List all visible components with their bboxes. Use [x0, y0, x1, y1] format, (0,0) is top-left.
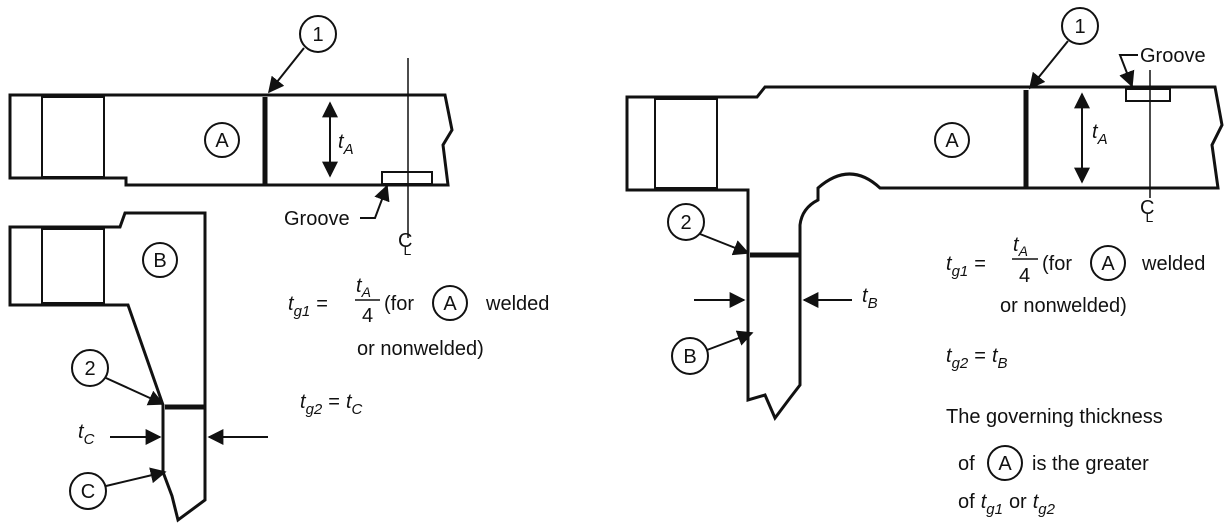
right-callout-2-leader: [699, 233, 750, 256]
svg-text:4: 4: [1019, 265, 1030, 287]
left-part-a-label: A: [215, 130, 229, 152]
right-governing-circle: [987, 445, 1023, 481]
left-callout-1-circle: [299, 15, 337, 53]
right-callout-2-circle: [667, 203, 705, 241]
right-governing-line2-post: is the greater: [1032, 453, 1149, 475]
right-part-a-circle: [934, 122, 970, 158]
right-callout-1-leader: [1028, 40, 1069, 90]
left-part-a-circle: [204, 122, 240, 158]
left-callout-1-leader: [268, 47, 305, 94]
right-eq1: tg1= tA 4 (for A welded or nonwelded): [946, 234, 1205, 317]
left-bolt-hole-b: [41, 228, 105, 304]
right-part-b-circle: [671, 337, 709, 375]
left-figure: 1 A tA Groove CL B 2 tC C tg1= tA 4 (f: [8, 15, 549, 523]
left-callout-2-leader: [105, 377, 165, 406]
right-groove: [1125, 88, 1171, 102]
svg-text:A: A: [1101, 253, 1115, 275]
svg-text:welded: welded: [1141, 253, 1205, 275]
left-centerline-symbol: CL: [398, 230, 412, 258]
right-part-a-label: A: [945, 130, 959, 152]
right-tb-label: tB: [862, 285, 878, 312]
svg-text:(for: (for: [384, 293, 414, 315]
right-groove-label: Groove: [1140, 45, 1206, 67]
left-callout-2-label: 2: [84, 358, 95, 380]
svg-text:welded: welded: [485, 293, 549, 315]
right-callout-1-label: 1: [1074, 16, 1085, 38]
right-eq2: tg2=tB: [946, 345, 1008, 372]
svg-text:tg1=: tg1=: [288, 293, 328, 320]
left-part-c-label: C: [81, 481, 95, 503]
svg-text:4: 4: [362, 305, 373, 327]
right-part-a-plate: [625, 85, 1224, 421]
svg-text:A: A: [443, 293, 457, 315]
right-figure: 1 Groove A tA CL 2 tB B tg1= tA 4 (for A: [625, 7, 1224, 518]
left-callout-2-circle: [71, 349, 109, 387]
right-bolt-hole: [654, 98, 718, 189]
svg-text:tA: tA: [356, 275, 371, 300]
right-part-b-label: B: [683, 346, 696, 368]
right-centerline-symbol: CL: [1140, 197, 1154, 225]
left-eq2: tg2=tC: [300, 391, 363, 418]
left-groove-leader: [360, 184, 390, 219]
left-part-c-circle: [69, 472, 107, 510]
left-eq1: tg1= tA 4 (for A welded or nonwelded): [288, 275, 549, 360]
svg-text:(for: (for: [1042, 253, 1072, 275]
left-part-b-label: B: [153, 250, 166, 272]
left-tc-label: tC: [78, 421, 95, 448]
right-governing-circle-label: A: [998, 453, 1012, 475]
right-part-b-leader: [706, 330, 754, 351]
right-callout-1-circle: [1061, 7, 1099, 45]
svg-text:or nonwelded): or nonwelded): [1000, 295, 1127, 317]
right-governing-line2-pre: of: [958, 453, 975, 475]
right-governing-line1: The governing thickness: [946, 406, 1163, 428]
right-ta-label: tA: [1092, 121, 1108, 148]
left-ta-label: tA: [338, 131, 354, 158]
left-groove: [381, 171, 433, 185]
right-groove-leader: [1118, 54, 1138, 88]
svg-text:tA: tA: [1013, 234, 1028, 259]
left-groove-label: Groove: [284, 208, 350, 230]
left-part-c-leader: [105, 467, 167, 487]
left-callout-1-label: 1: [312, 24, 323, 46]
left-part-b-circle: [142, 242, 178, 278]
left-bolt-hole: [41, 96, 105, 178]
svg-text:tg1=: tg1=: [946, 253, 986, 280]
right-callout-2-label: 2: [680, 212, 691, 234]
svg-text:or nonwelded): or nonwelded): [357, 338, 484, 360]
